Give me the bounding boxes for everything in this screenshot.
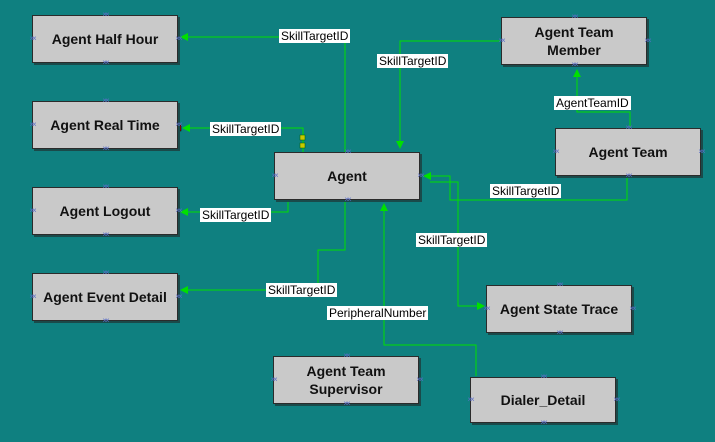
resize-handle-icon[interactable] xyxy=(643,38,651,44)
entity-label: Agent Half Hour xyxy=(51,31,159,47)
resize-handle-icon[interactable] xyxy=(343,149,351,155)
resize-handle-icon[interactable] xyxy=(174,36,182,42)
resize-handle-icon[interactable] xyxy=(555,330,563,336)
resize-handle-icon[interactable] xyxy=(101,270,109,276)
resize-handle-icon[interactable] xyxy=(174,122,182,128)
resize-handle-icon[interactable] xyxy=(416,173,424,179)
entity-label: Agent Team Member xyxy=(534,24,614,58)
line-team xyxy=(423,172,628,201)
resize-handle-icon[interactable] xyxy=(101,232,109,238)
entity-agent-state-trace[interactable]: Agent State Trace xyxy=(486,285,632,333)
relation-label-half-hour: SkillTargetID xyxy=(279,29,351,43)
entity-label: Agent Event Detail xyxy=(43,289,167,305)
resize-handle-icon[interactable] xyxy=(628,306,636,312)
resize-handle-icon[interactable] xyxy=(551,149,559,155)
resize-handle-icon[interactable] xyxy=(539,374,547,380)
resize-handle-icon[interactable] xyxy=(624,125,632,131)
resize-handle-icon[interactable] xyxy=(466,397,474,403)
relation-label-event-detail: SkillTargetID xyxy=(266,283,338,297)
resize-handle-icon[interactable] xyxy=(270,173,278,179)
resize-handle-icon[interactable] xyxy=(28,294,36,300)
entity-agent-half-hour[interactable]: Agent Half Hour xyxy=(32,15,178,63)
resize-handle-icon[interactable] xyxy=(570,62,578,68)
resize-handle-icon[interactable] xyxy=(624,173,632,179)
entity-agent-team-supervisor[interactable]: Agent Team Supervisor xyxy=(273,356,419,404)
resize-handle-icon[interactable] xyxy=(28,208,36,214)
resize-handle-icon[interactable] xyxy=(497,38,505,44)
resize-handle-icon[interactable] xyxy=(415,377,423,383)
relation-label-team: SkillTargetID xyxy=(490,184,562,198)
entity-agent-team-member[interactable]: Agent Team Member xyxy=(501,17,647,65)
entity-agent-logout[interactable]: Agent Logout xyxy=(32,187,178,235)
relation-label-team-member: SkillTargetID xyxy=(377,54,449,68)
resize-handle-icon[interactable] xyxy=(343,197,351,203)
relation-label-real-time: SkillTargetID xyxy=(210,122,282,136)
relation-label-team-member-team: AgentTeamID xyxy=(554,96,631,110)
entity-label: Dialer_Detail xyxy=(500,392,586,408)
entity-label: Agent Team xyxy=(588,144,668,160)
entity-agent-real-time[interactable]: Agent Real Time xyxy=(32,101,178,149)
resize-handle-icon[interactable] xyxy=(28,122,36,128)
line-dialer xyxy=(380,203,477,376)
entity-label: Agent Team Supervisor xyxy=(306,363,386,397)
resize-handle-icon[interactable] xyxy=(342,401,350,407)
resize-handle-icon[interactable] xyxy=(570,14,578,20)
entity-label: Agent Real Time xyxy=(50,117,160,133)
entity-dialer-detail[interactable]: Dialer_Detail xyxy=(470,377,616,423)
resize-handle-icon[interactable] xyxy=(101,318,109,324)
connector-marker xyxy=(299,142,306,149)
entity-agent-team[interactable]: Agent Team xyxy=(555,128,701,176)
resize-handle-icon[interactable] xyxy=(101,146,109,152)
entity-label: Agent Logout xyxy=(59,203,151,219)
resize-handle-icon[interactable] xyxy=(174,208,182,214)
resize-handle-icon[interactable] xyxy=(539,420,547,426)
resize-handle-icon[interactable] xyxy=(555,282,563,288)
resize-handle-icon[interactable] xyxy=(269,377,277,383)
connector-marker xyxy=(299,134,306,141)
entity-agent[interactable]: Agent xyxy=(274,152,420,200)
relation-label-dialer: PeripheralNumber xyxy=(327,306,429,320)
resize-handle-icon[interactable] xyxy=(101,12,109,18)
resize-handle-icon[interactable] xyxy=(342,353,350,359)
resize-handle-icon[interactable] xyxy=(174,294,182,300)
resize-handle-icon[interactable] xyxy=(612,397,620,403)
relation-label-logout: SkillTargetID xyxy=(200,208,272,222)
entity-agent-event-detail[interactable]: Agent Event Detail xyxy=(32,273,178,321)
resize-handle-icon[interactable] xyxy=(697,149,705,155)
entity-label: Agent State Trace xyxy=(499,301,619,317)
resize-handle-icon[interactable] xyxy=(101,98,109,104)
resize-handle-icon[interactable] xyxy=(28,36,36,42)
entity-label: Agent xyxy=(327,168,367,184)
relation-label-state-trace: SkillTargetID xyxy=(416,233,488,247)
line-team-member xyxy=(396,40,500,149)
resize-handle-icon[interactable] xyxy=(101,184,109,190)
resize-handle-icon[interactable] xyxy=(101,60,109,66)
resize-handle-icon[interactable] xyxy=(482,306,490,312)
